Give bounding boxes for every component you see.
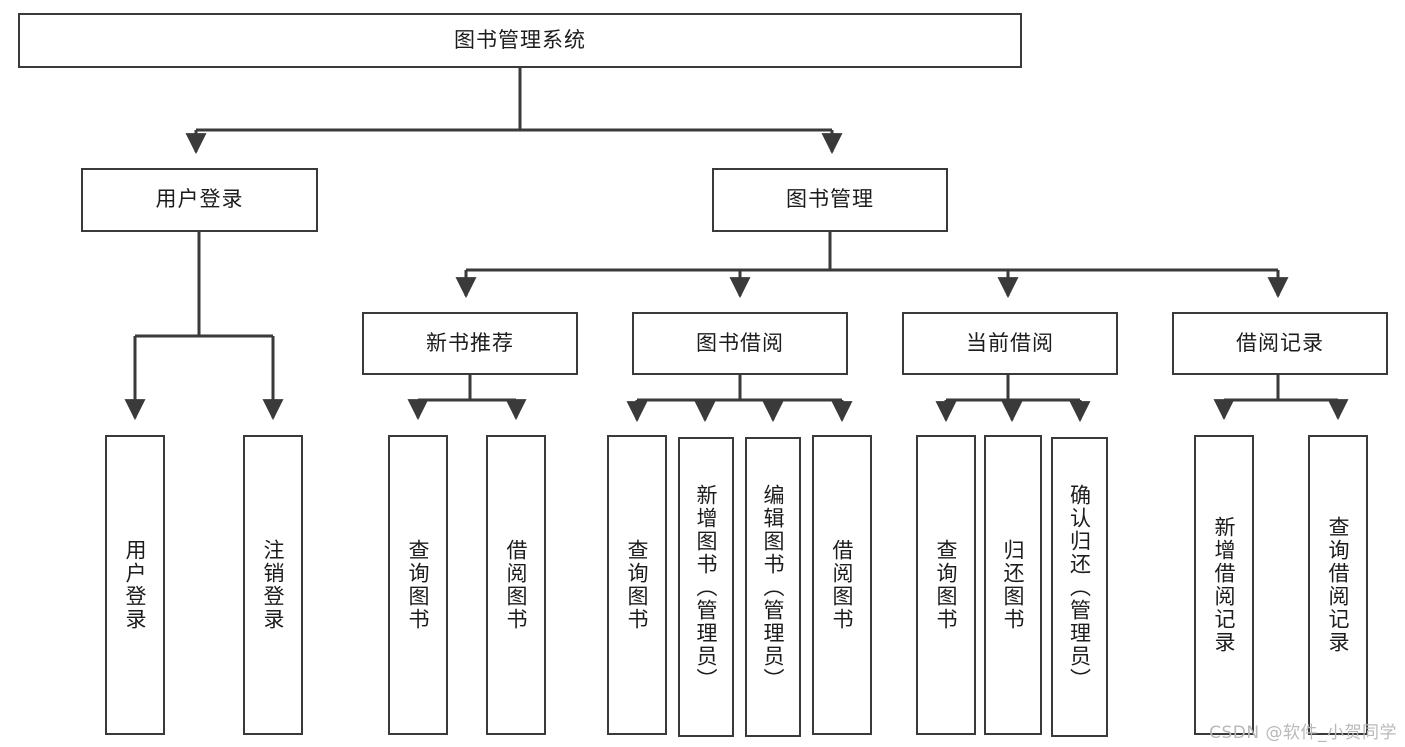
leaf-borrow-book-new[interactable]: 借阅图书 [486, 435, 546, 735]
leaf-logout-label: 注销登录 [261, 539, 286, 631]
leaf-return-book-label: 归还图书 [1001, 539, 1026, 631]
node-book-management[interactable]: 图书管理 [712, 168, 948, 232]
leaf-borrow-book-borrow-label: 借阅图书 [830, 539, 855, 631]
node-new-book-recommend[interactable]: 新书推荐 [362, 312, 578, 375]
node-user-login[interactable]: 用户登录 [81, 168, 318, 232]
node-root-system[interactable]: 图书管理系统 [18, 13, 1022, 68]
csdn-watermark: CSDN @软件_小贺同学 [1209, 723, 1397, 743]
node-current-borrow[interactable]: 当前借阅 [902, 312, 1118, 375]
leaf-borrow-book-borrow[interactable]: 借阅图书 [812, 435, 872, 735]
leaf-query-book-new-label: 查询图书 [406, 539, 431, 631]
node-book-borrow[interactable]: 图书借阅 [632, 312, 848, 375]
leaf-add-borrow-record-label: 新增借阅记录 [1212, 516, 1237, 654]
leaf-user-login-label: 用户登录 [123, 539, 148, 631]
leaf-query-book-new[interactable]: 查询图书 [388, 435, 448, 735]
leaf-confirm-return-admin-label: 确认归还（管理员） [1067, 483, 1092, 691]
node-borrow-record[interactable]: 借阅记录 [1172, 312, 1388, 375]
leaf-query-book-borrow[interactable]: 查询图书 [607, 435, 667, 735]
leaf-add-book-admin-label: 新增图书（管理员） [694, 483, 719, 691]
leaf-logout[interactable]: 注销登录 [243, 435, 303, 735]
leaf-query-book-borrow-label: 查询图书 [625, 539, 650, 631]
leaf-add-borrow-record[interactable]: 新增借阅记录 [1194, 435, 1254, 735]
leaf-query-borrow-record-label: 查询借阅记录 [1326, 516, 1351, 654]
leaf-query-book-current-label: 查询图书 [934, 539, 959, 631]
leaf-query-book-current[interactable]: 查询图书 [916, 435, 976, 735]
leaf-confirm-return-admin[interactable]: 确认归还（管理员） [1051, 437, 1108, 737]
leaf-query-borrow-record[interactable]: 查询借阅记录 [1308, 435, 1368, 735]
leaf-edit-book-admin-label: 编辑图书（管理员） [761, 483, 786, 691]
leaf-edit-book-admin[interactable]: 编辑图书（管理员） [745, 437, 801, 737]
leaf-borrow-book-new-label: 借阅图书 [504, 539, 529, 631]
leaf-user-login[interactable]: 用户登录 [105, 435, 165, 735]
leaf-add-book-admin[interactable]: 新增图书（管理员） [678, 437, 734, 737]
leaf-return-book[interactable]: 归还图书 [984, 435, 1042, 735]
